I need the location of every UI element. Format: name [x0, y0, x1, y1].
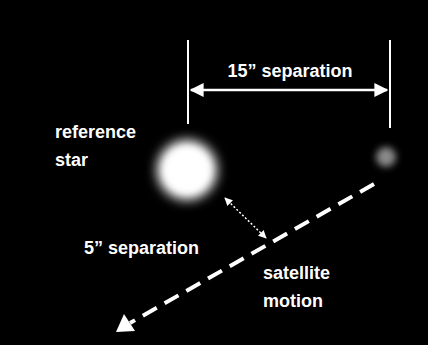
star-label: reference star: [55, 118, 155, 174]
dimension-arrow: [225, 198, 266, 238]
satellite-dot: [376, 147, 396, 167]
motion-arrowhead: [116, 314, 135, 332]
motion-label: satellite motion: [263, 259, 363, 315]
star-core: [165, 148, 209, 192]
dimension-label: 15” separation: [190, 57, 390, 85]
dimension-label: 5” separation: [84, 234, 234, 262]
dimension-arrow: [191, 89, 387, 92]
star-glow: [157, 140, 217, 200]
bracket-line: [389, 40, 391, 128]
bracket-line: [187, 40, 189, 124]
